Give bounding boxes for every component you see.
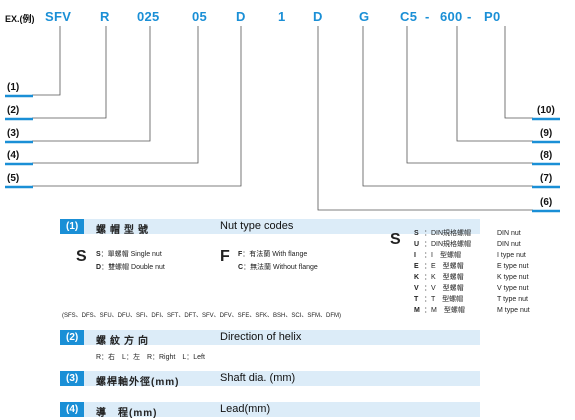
nut-type-zh: V 型螺帽 [431,285,464,292]
nut-type-en: DIN nut [497,230,521,237]
nut-type-key: V [414,285,419,292]
callout-1: (1) [7,82,20,93]
nut-type-en: DIN nut [497,241,521,248]
callout-8: (8) [540,150,553,161]
nut-type-zh: DIN規格螺帽 [431,241,472,248]
callout-7: (7) [540,173,553,184]
nut-type-key: K [414,274,420,281]
section-1-band [60,219,480,234]
nut-double-key: D [96,264,102,271]
nut-type-zh: E 型螺帽 [431,263,464,270]
nut-double-zh: 雙螺帽 [108,264,130,271]
nut-type-key: I [414,252,416,259]
section-1-title-zh: 螺帽型號 [96,225,152,236]
code-d1: D [236,9,246,24]
callout-6: (6) [540,197,553,208]
nut-double: D：雙螺帽 Double nut [96,264,165,271]
code-shaft-dia: 025 [137,9,160,24]
nut-type-en: T type nut [497,296,529,303]
section-3-number: (3) [60,371,85,386]
nut-single-en: Single nut [130,251,162,258]
section-1-title-en: Nut type codes [220,220,294,232]
nut-type-en: E type nut [497,263,529,270]
nut-s-letter: S [76,248,87,265]
section-2-title-zh: 螺紋方向 [96,336,152,347]
nut-type-zh: DIN規格螺帽 [431,230,472,237]
section-1-number: (1) [60,219,85,234]
nut-with-flange-key: F [238,251,243,258]
code-preload: P0 [484,9,501,24]
nut-type-en: K type nut [497,274,529,281]
nut-type-zh: T 型螺帽 [431,296,464,303]
callout-4: (4) [7,150,20,161]
section-4-title-en: Lead(mm) [220,403,271,415]
callout-9: (9) [540,128,553,139]
nut-right-s-letter: S [390,231,401,248]
code-d2: D [313,9,323,24]
nut-model-list: (SFS、DFS、SFU、DFU、SFI、DFI、SFT、DFT、SFV、DFV… [62,313,341,319]
section-4-band [60,402,480,417]
callout-5: (5) [7,173,20,184]
section-4-title-zh: 導 程(mm) [96,408,158,419]
nut-type-en: M type nut [497,307,530,314]
callout-10: (10) [537,105,555,116]
code-dash-1: - [425,9,430,24]
nut-without-flange: C：無法蘭 Without flange [238,264,318,271]
nut-type-key: E [414,263,419,270]
section-2-number: (2) [60,330,85,345]
example-label: EX.(例) [5,14,35,24]
nut-with-flange: F：有法蘭 With flange [238,251,308,258]
nut-type-zh: I 型螺帽 [431,252,461,259]
nut-with-flange-zh: 有法蘭 [249,251,271,258]
nut-single-zh: 單螺帽 [107,251,129,258]
section-3-title-en: Shaft dia. (mm) [220,372,296,384]
nut-double-en: Double nut [131,264,165,271]
code-length: 600 [440,9,463,24]
code-circuits: 1 [278,9,286,24]
nut-type-en: I type nut [497,252,526,259]
code-nut-type: SFV [45,9,72,24]
section-2-band [60,330,480,345]
nut-type-en: V type nut [497,285,529,292]
section-4-number: (4) [60,402,85,417]
nut-type-key: U [414,241,420,248]
callout-3: (3) [7,128,20,139]
code-helix: R [100,9,110,24]
section-2-title-en: Direction of helix [220,331,302,343]
code-accuracy: C5 [400,9,418,24]
nut-f-letter: F [220,248,230,265]
nut-type-key: T [414,296,419,303]
section-3-band [60,371,480,386]
callout-2: (2) [7,105,20,116]
code-g: G [359,9,370,24]
nut-without-flange-key: C [238,264,244,271]
nut-single-key: S [96,251,101,258]
code-lead: 05 [192,9,208,24]
code-dash-2: - [467,9,472,24]
nut-type-key: M [414,307,420,314]
nut-single: S：單螺帽 Single nut [96,251,162,258]
nut-type-key: S [414,230,419,237]
nut-without-flange-zh: 無法蘭 [250,264,272,271]
helix-description: R：右 L：左 R：Right L：Left [96,354,205,361]
nut-with-flange-en: With flange [272,251,308,258]
nut-type-zh: M 型螺帽 [431,307,465,314]
section-3-title-zh: 螺桿軸外徑(mm) [96,377,180,388]
nut-type-zh: K 型螺帽 [431,274,464,281]
nut-without-flange-en: Without flange [273,264,318,271]
